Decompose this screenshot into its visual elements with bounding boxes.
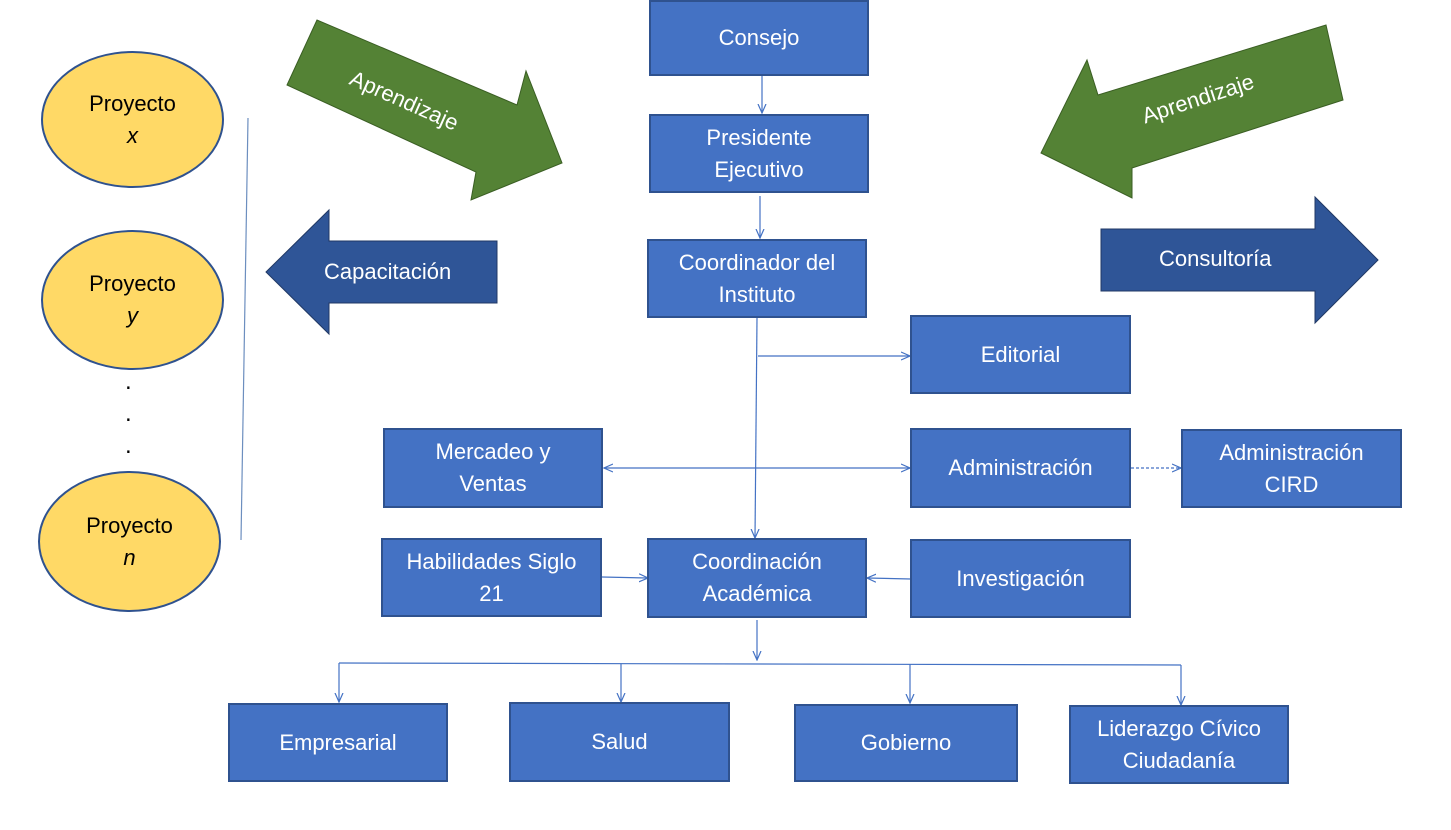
- box-presidente-ejecutivo: Presidente Ejecutivo: [649, 114, 869, 193]
- ellipsis-dot: .: [125, 368, 132, 395]
- box-coordinacion-academica: Coordinación Académica: [647, 538, 867, 618]
- aprendizaje-right-arrow: [1040, 24, 1344, 199]
- project-label: Proyecto: [86, 512, 173, 538]
- ellipsis-dot: .: [125, 400, 132, 427]
- box-salud: Salud: [509, 702, 730, 782]
- project-variable: n: [123, 544, 136, 570]
- connector-investigacion-academica: [867, 578, 912, 579]
- projects-separator-line: [240, 117, 249, 541]
- box-investigacion: Investigación: [910, 539, 1131, 618]
- project-oval-n: Proyecto n: [38, 471, 221, 612]
- connector-habilidades-academica: [601, 577, 648, 578]
- capacitacion-arrow: [265, 208, 498, 336]
- project-oval-y: Proyecto y: [41, 230, 224, 370]
- box-habilidades-siglo-21: Habilidades Siglo 21: [381, 538, 602, 617]
- consultoria-arrow: [1100, 195, 1379, 325]
- box-editorial: Editorial: [910, 315, 1131, 394]
- project-label: Proyecto: [89, 271, 176, 296]
- ellipsis-dot: .: [125, 432, 132, 459]
- box-administracion-cird: Administración CIRD: [1181, 429, 1402, 508]
- box-mercadeo-ventas: Mercadeo y Ventas: [383, 428, 603, 508]
- capacitacion-label: Capacitación: [324, 259, 452, 284]
- box-coordinador-instituto: Coordinador del Instituto: [647, 239, 867, 318]
- box-empresarial: Empresarial: [228, 703, 448, 782]
- project-label: Proyecto: [89, 90, 176, 116]
- box-consejo: Consejo: [649, 0, 869, 76]
- project-variable: x: [127, 122, 138, 148]
- box-liderazgo-civico-ciudadania: Liderazgo Cívico Ciudadanía: [1069, 705, 1289, 784]
- box-administracion: Administración: [910, 428, 1131, 508]
- project-oval-x: Proyecto x: [41, 51, 224, 188]
- box-gobierno: Gobierno: [794, 704, 1018, 782]
- aprendizaje-left-arrow: [286, 19, 563, 201]
- consultoria-label: Consultoría: [1159, 246, 1272, 271]
- connector-coordinador-academica: [755, 317, 757, 538]
- project-variable: y: [127, 303, 138, 328]
- connector-horizontal-bus: [338, 662, 1182, 666]
